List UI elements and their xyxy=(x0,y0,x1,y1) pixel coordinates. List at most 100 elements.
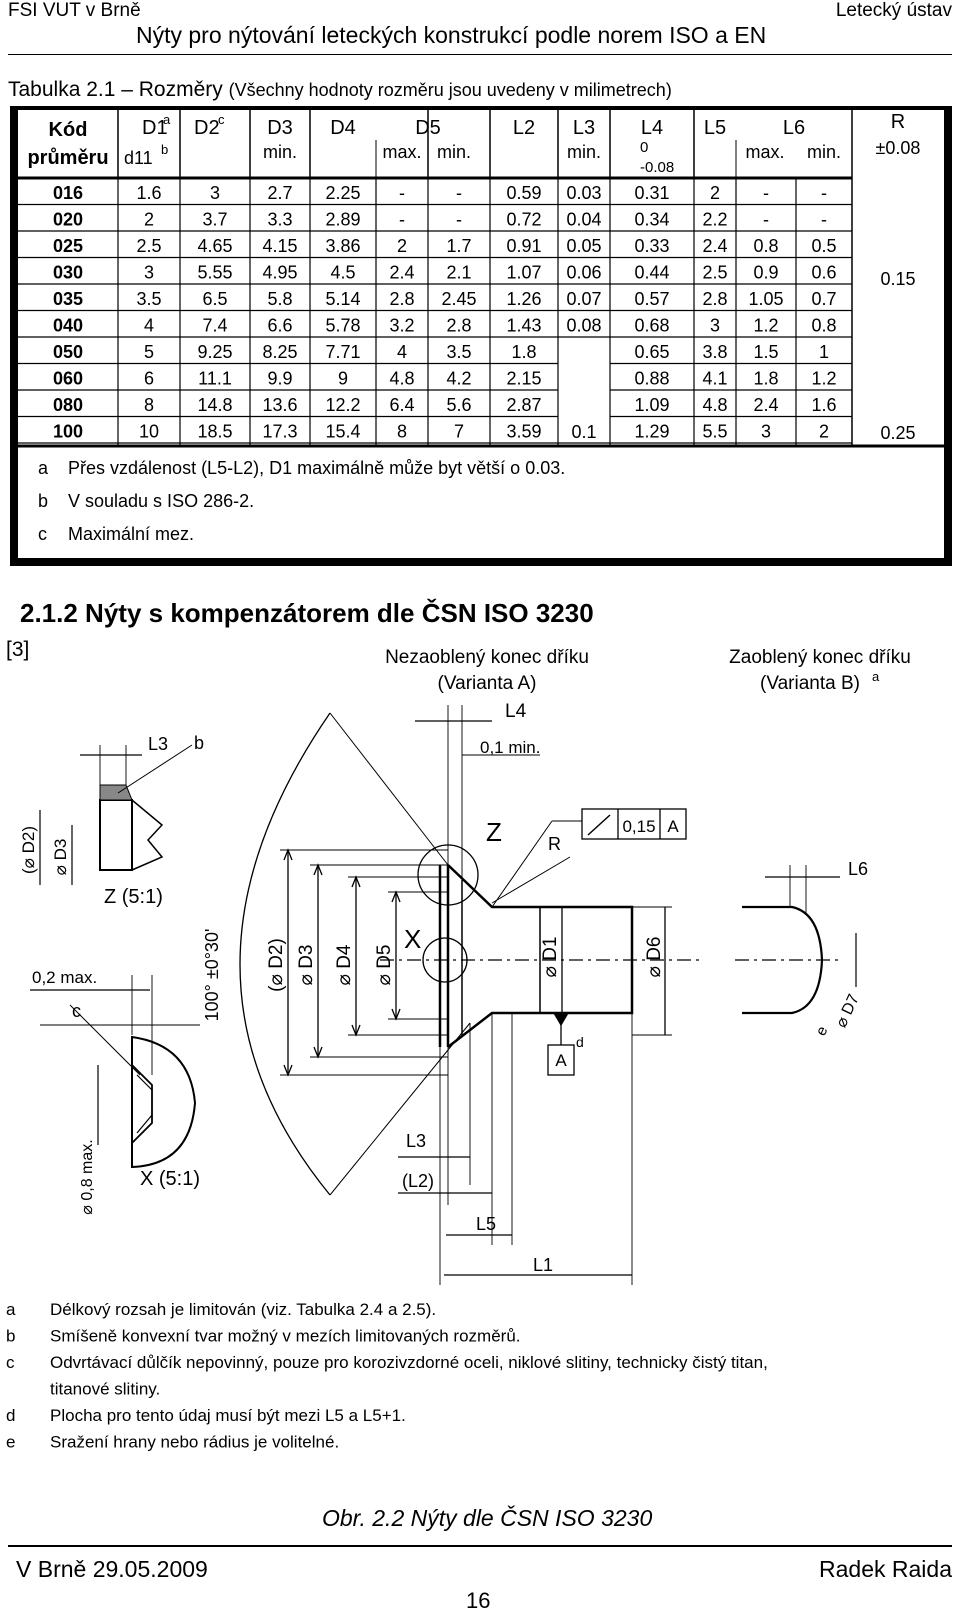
figure-note-text: titanové slitiny. xyxy=(50,1380,160,1399)
cell-value: 0.44 xyxy=(634,263,669,283)
cell-value: 0.33 xyxy=(634,236,669,256)
x-02-max-label: 0,2 max. xyxy=(32,968,97,987)
figure-note-mark: d xyxy=(6,1406,15,1425)
cell-value: 12.2 xyxy=(325,395,360,415)
cell-value: 15.4 xyxy=(325,422,360,442)
row-code: 020 xyxy=(53,210,83,230)
cell-value: 0.91 xyxy=(506,236,541,256)
head-r-tol: ±0.08 xyxy=(876,138,921,158)
cell-value: 2.4 xyxy=(753,395,778,415)
x-detail-body xyxy=(131,1035,197,1169)
cell-value: 17.3 xyxy=(262,422,297,442)
head-l4-tol-low: -0.08 xyxy=(640,159,674,176)
x-c-leader xyxy=(69,1004,141,1076)
l5-label: L5 xyxy=(476,1214,496,1234)
variant-b-title: Zaoblený konec dříku xyxy=(729,647,911,668)
cell-value: 0.59 xyxy=(506,183,541,203)
footnote-text: Přes vzdálenost (L5-L2), D1 maximálně mů… xyxy=(68,458,565,478)
head-d1-sup: a xyxy=(163,112,171,127)
head-r: R xyxy=(891,111,905,133)
datum-d-mark: d xyxy=(576,1034,584,1050)
arrow-head xyxy=(391,890,401,903)
e-label: e xyxy=(812,1024,831,1039)
cell-value: - xyxy=(821,183,827,203)
cell-value: 9.9 xyxy=(267,369,292,389)
cell-value: 3.5 xyxy=(446,342,471,362)
cell-value: 5.78 xyxy=(325,316,360,336)
datum-triangle xyxy=(552,1012,570,1027)
rivet-drawing: Nezaoblený konec dříku (Varianta A) Zaoble… xyxy=(6,647,911,1452)
cell-value: 3 xyxy=(144,263,154,283)
cell-value: - xyxy=(456,183,462,203)
diameter-label: (⌀ D2) xyxy=(266,938,287,992)
cell-value: 0.68 xyxy=(634,316,669,336)
cell-value: - xyxy=(399,183,405,203)
cell-value: 6.4 xyxy=(389,395,414,415)
x-detail-centre-drill xyxy=(131,1064,153,1144)
row-code: 080 xyxy=(53,395,83,415)
cell-value: 14.8 xyxy=(197,395,232,415)
head-d5-max: max. xyxy=(382,142,421,162)
cell-value: 1.07 xyxy=(506,263,541,283)
head-l4: L4 xyxy=(641,117,663,139)
angle-arc xyxy=(239,712,331,1196)
r-value-large: 0.25 xyxy=(880,423,915,443)
variant-a-subtitle: (Varianta A) xyxy=(438,673,537,694)
variant-a-title: Nezaoblený konec dříku xyxy=(385,647,589,668)
head-l4-tol-up: 0 xyxy=(640,139,648,156)
row-code: 035 xyxy=(53,289,83,309)
cell-value: 0.72 xyxy=(506,210,541,230)
head-l6-max: max. xyxy=(745,142,784,162)
x-c-label: c xyxy=(72,1001,81,1021)
angle-label: 100° ±0°30' xyxy=(202,929,222,1022)
cell-value: 11.1 xyxy=(198,369,232,389)
footnote-mark: a xyxy=(38,458,49,478)
angle-leader xyxy=(329,1022,471,1196)
cell-value: 7.4 xyxy=(202,316,227,336)
row-code: 100 xyxy=(53,422,83,442)
cell-value: 2 xyxy=(144,210,154,230)
head-d1: D1 xyxy=(142,117,168,139)
tolerance-value: 0,15 xyxy=(622,817,655,836)
cell-value: 4.15 xyxy=(262,236,297,256)
cell-value: 5.55 xyxy=(197,263,232,283)
z-b-leader xyxy=(117,744,193,794)
cell-value: 6.6 xyxy=(267,316,292,336)
z-detail-body xyxy=(99,799,133,871)
figure-note-mark: c xyxy=(6,1353,15,1372)
footnote-mark: b xyxy=(38,491,48,511)
cell-value: 2.45 xyxy=(441,289,476,309)
cell-value: 1.5 xyxy=(753,342,778,362)
footer-author: Radek Raida xyxy=(819,1556,952,1582)
cell-value: 2.4 xyxy=(389,263,414,283)
head-d2: D2 xyxy=(194,117,220,139)
r-label: R xyxy=(548,834,561,854)
min-0-1-label: 0,1 min. xyxy=(480,738,540,757)
cell-value: 0.8 xyxy=(753,236,778,256)
head-l3: L3 xyxy=(573,117,595,139)
cell-value: 2.5 xyxy=(702,263,727,283)
cell-value: 0.34 xyxy=(634,210,669,230)
x-08-max-label: ⌀ 0,8 max. xyxy=(79,1139,96,1214)
cell-value: 0.9 xyxy=(753,263,778,283)
head-l2: L2 xyxy=(513,117,535,139)
cell-value: - xyxy=(763,210,769,230)
runout-arrow xyxy=(587,814,611,836)
r-leader xyxy=(491,856,571,904)
d1-label: ⌀ D1 xyxy=(540,936,561,977)
cell-value: 3.2 xyxy=(389,316,414,336)
cell-value: 2 xyxy=(397,236,407,256)
head-d4: D4 xyxy=(330,117,356,139)
page-number: 16 xyxy=(466,1588,491,1613)
head-code-2: průměru xyxy=(27,147,108,169)
row-code: 040 xyxy=(53,316,83,336)
cell-value: 1.2 xyxy=(811,369,836,389)
cell-value: 0.7 xyxy=(811,289,836,309)
header-title: Nýty pro nýtování leteckých konstrukcí p… xyxy=(136,22,767,48)
cell-value: 9 xyxy=(338,369,348,389)
row-code: 060 xyxy=(53,369,83,389)
header-institute: Letecký ústav xyxy=(835,0,952,21)
datum-box xyxy=(547,1044,575,1076)
